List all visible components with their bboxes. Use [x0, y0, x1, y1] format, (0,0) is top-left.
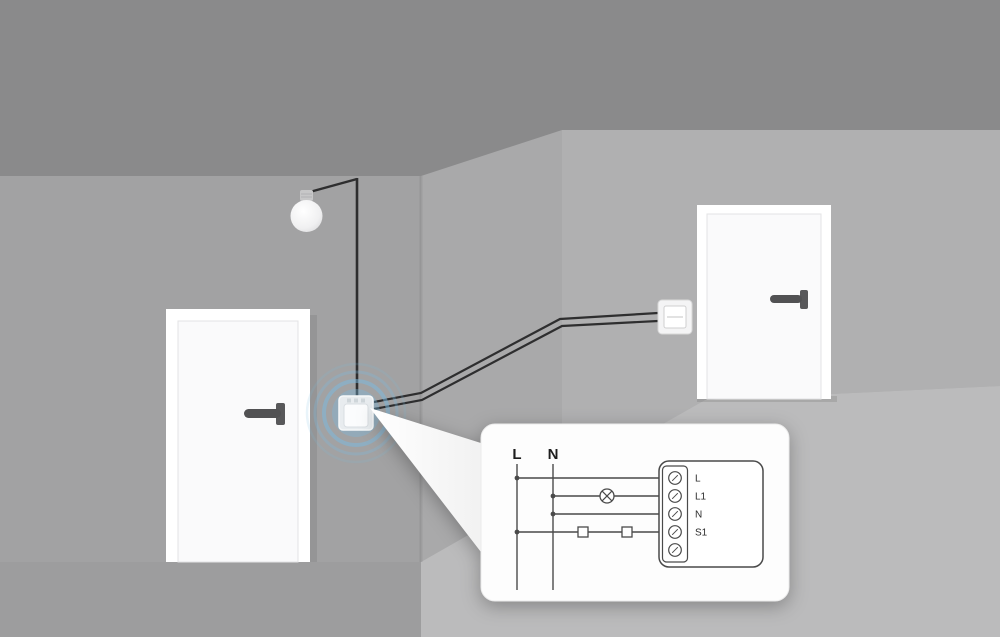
terminal-label: L: [695, 474, 701, 485]
pendant-light: [290, 177, 359, 400]
wall-switch: [657, 299, 693, 335]
screw-slot: [671, 474, 679, 482]
terminal-label: L1: [695, 492, 707, 503]
screw-slot: [671, 546, 679, 554]
screw-slot: [671, 528, 679, 536]
junction-dot: [514, 529, 520, 535]
smart-module-face: [343, 403, 369, 428]
left-door-panel: [177, 320, 299, 563]
smart-module-highlight: [305, 362, 407, 464]
screw-slot: [671, 510, 679, 518]
cable-line: [373, 319, 659, 411]
door-handle-icon: [800, 290, 808, 309]
live-label: L: [512, 446, 521, 463]
glow-rings-icon: [305, 362, 407, 464]
lamp-symbol-icon: [599, 488, 615, 504]
terminal-label: S1: [695, 528, 708, 539]
junction-dot: [550, 493, 556, 499]
callout-wedge: [370, 408, 484, 556]
glow-rings-icon: [322, 379, 390, 447]
left-door: [166, 309, 317, 563]
neutral-label: N: [548, 446, 559, 463]
terminal-label: N: [695, 510, 702, 521]
module-terminal-nub: [354, 398, 358, 403]
signal-cable: [373, 311, 659, 411]
module-terminal-nub: [361, 398, 365, 403]
relay-module-drawing: L L1 N S1: [658, 460, 764, 568]
switch-contact-icon: [577, 526, 633, 538]
ceiling-band: [0, 0, 1000, 176]
module-terminal-nub: [347, 398, 351, 403]
right-door: [697, 205, 837, 402]
light-bulb-icon: [290, 200, 323, 232]
door-handle-icon: [244, 409, 281, 418]
bulb-cap: [300, 190, 313, 201]
junction-dot: [550, 511, 556, 517]
left-door-shadow: [310, 315, 317, 562]
cable-line: [373, 311, 659, 404]
right-door-panel: [706, 213, 822, 400]
screw-slot: [671, 492, 679, 500]
lamp-cord: [305, 177, 358, 195]
glow-rings-icon: [313, 370, 399, 456]
junction-dot: [514, 475, 520, 481]
wiring-diagram: L N: [512, 446, 764, 590]
door-handle-icon: [770, 295, 802, 303]
floor-left: [0, 562, 421, 637]
